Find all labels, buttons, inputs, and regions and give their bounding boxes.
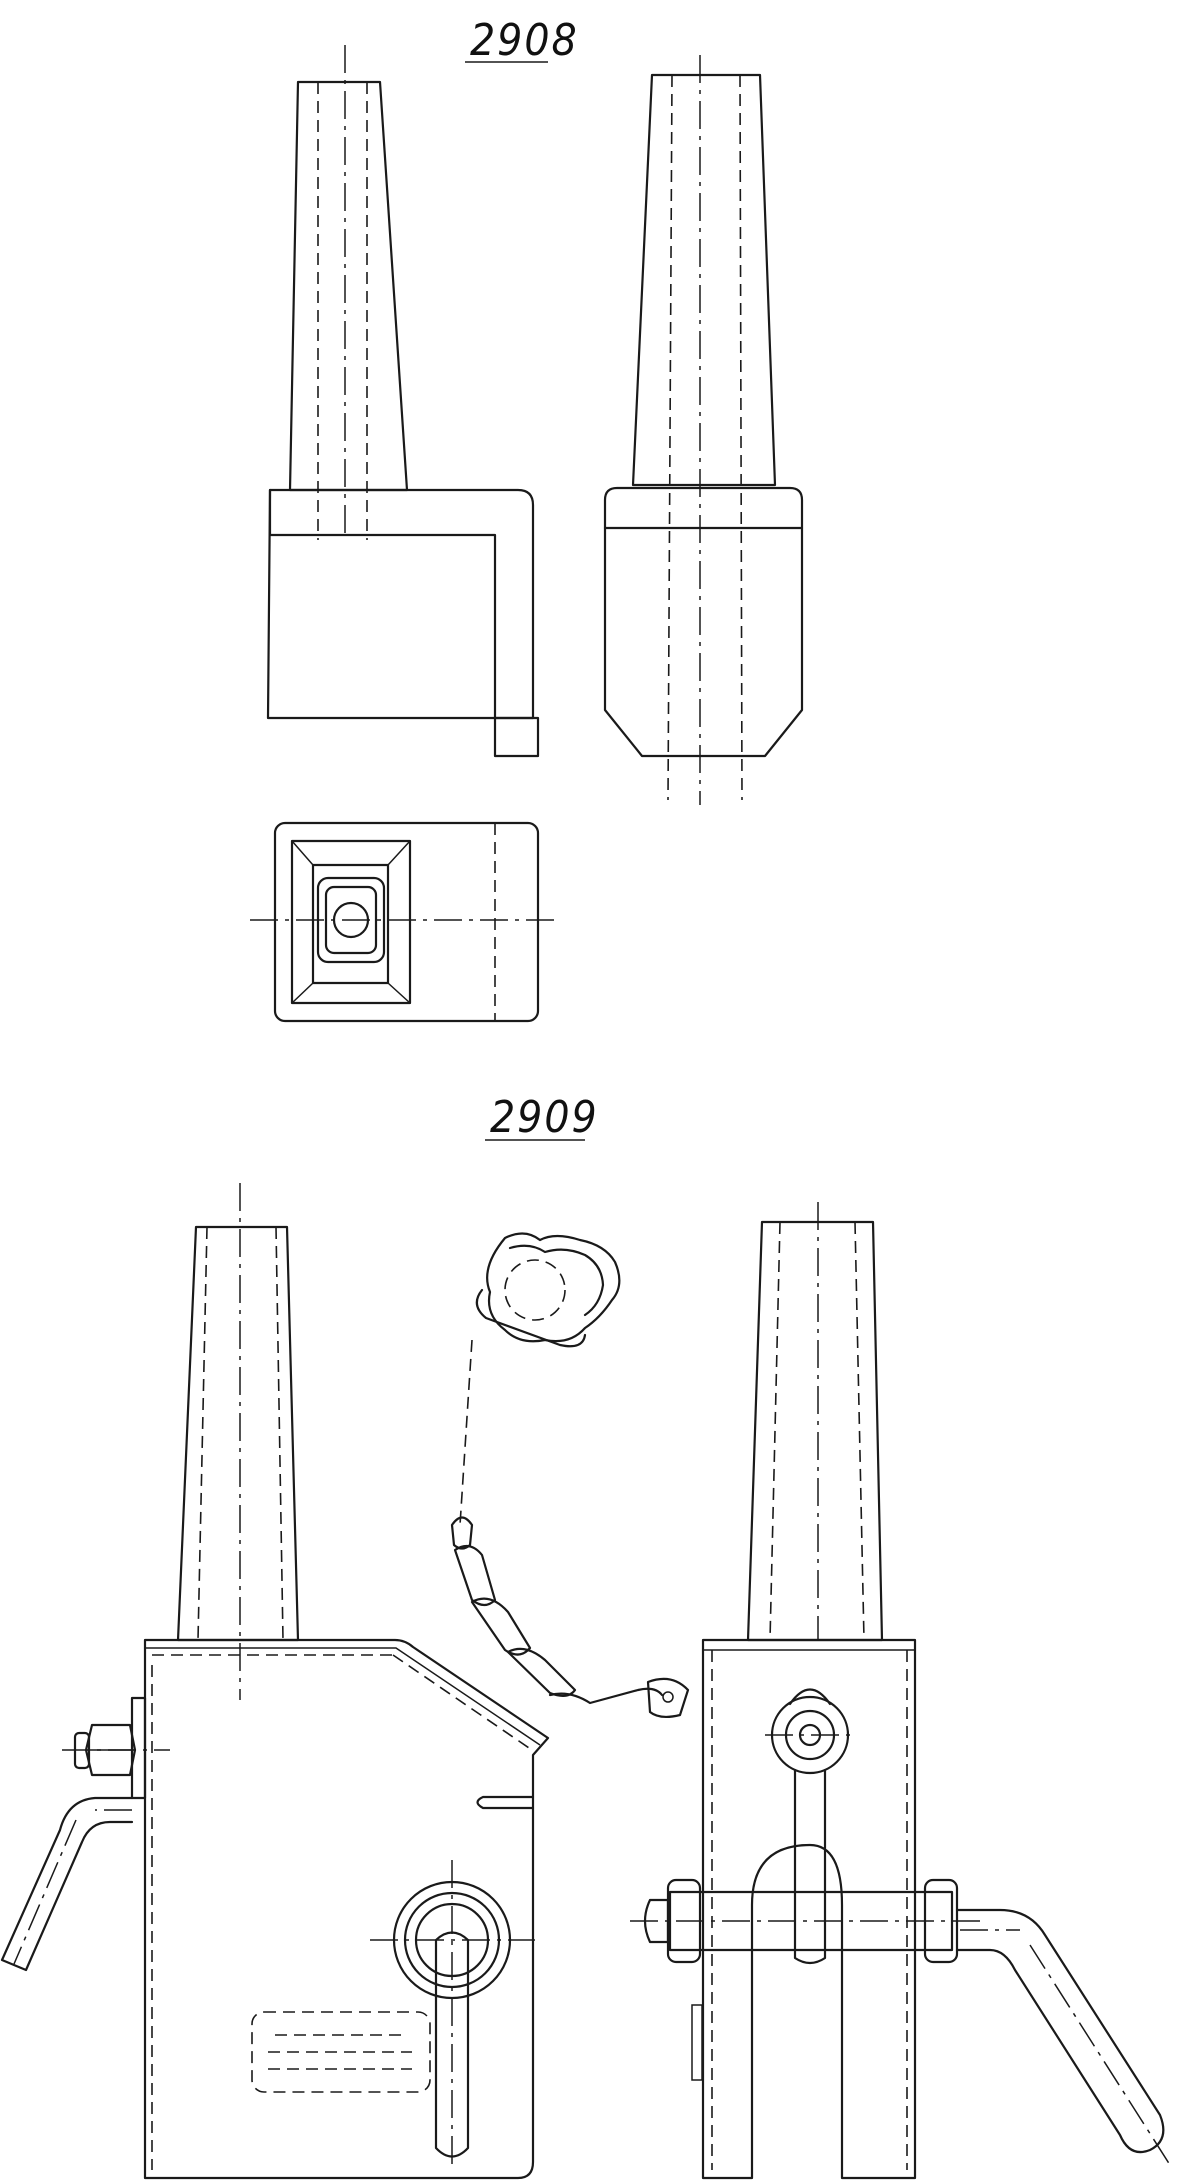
view-2909-side — [0, 1183, 550, 2180]
nameplate — [251, 2011, 431, 2093]
block-body — [603, 526, 804, 758]
plan-outline — [273, 821, 540, 1023]
block-body — [143, 1638, 550, 2180]
lever-arm — [434, 1931, 470, 2158]
bevel-edge — [387, 840, 411, 866]
tapered-pin — [631, 73, 777, 487]
figure-label-2909: 2909 — [490, 1092, 599, 1143]
clevis-body — [701, 1638, 917, 2180]
centerline — [13, 1819, 77, 1965]
view-2908-plan — [250, 821, 560, 1023]
hidden-line — [854, 1221, 865, 1641]
side-detent — [691, 2004, 703, 2081]
clip-pin-hidden — [504, 1259, 566, 1321]
side-plate — [130, 1696, 147, 1800]
view-2908-side — [266, 45, 540, 758]
hidden-line — [769, 1221, 781, 1641]
hidden-line — [667, 74, 673, 801]
bevel-edge — [291, 982, 314, 1004]
lever-rod — [793, 1768, 827, 1965]
view-2908-front — [603, 55, 804, 805]
figure-label-2908: 2908 — [470, 15, 579, 66]
l-bracket-inner — [268, 488, 497, 720]
chain-link — [470, 1597, 532, 1656]
hidden-line — [392, 1654, 533, 1751]
tapered-pin — [746, 1220, 884, 1642]
tapered-pin — [288, 80, 409, 492]
chain-link — [453, 1544, 497, 1607]
chain-hidden-line — [459, 1339, 473, 1526]
spring-clip-coil — [486, 1232, 621, 1343]
l-bracket-outline — [266, 488, 535, 720]
bent-handle — [955, 1908, 1165, 2154]
pin-head — [643, 1898, 670, 1944]
chain-assembly — [450, 1232, 690, 1719]
plan-bezel-outer — [290, 839, 412, 1005]
hidden-line — [275, 1226, 284, 1641]
centerline — [1029, 1944, 1171, 2166]
bevel-edge — [291, 840, 314, 866]
top-edge-inner — [145, 1647, 541, 1746]
spring-clip-loop — [475, 1288, 587, 1348]
chain-link — [450, 1516, 474, 1550]
tab-hole — [662, 1691, 674, 1703]
bent-handle — [0, 1796, 134, 1972]
spring-clip-coil — [508, 1244, 605, 1317]
hidden-line — [197, 1226, 208, 1641]
bracket-tip — [493, 716, 540, 758]
plan-bezel-inner — [311, 863, 390, 985]
hidden-line — [739, 74, 743, 801]
plan-socket-inner — [324, 885, 378, 955]
slot — [476, 1795, 535, 1810]
figure-2908: 2908 — [250, 15, 804, 1023]
knob-cap — [788, 1688, 832, 1706]
view-2909-front — [630, 1202, 1171, 2180]
collar — [603, 486, 804, 530]
tapered-pin — [176, 1225, 300, 1642]
chain-link — [506, 1647, 577, 1697]
figure-2909: 2909 — [0, 1092, 1171, 2180]
chain-tab — [646, 1677, 690, 1719]
bevel-edge — [387, 982, 411, 1004]
chain-link — [548, 1687, 664, 1705]
